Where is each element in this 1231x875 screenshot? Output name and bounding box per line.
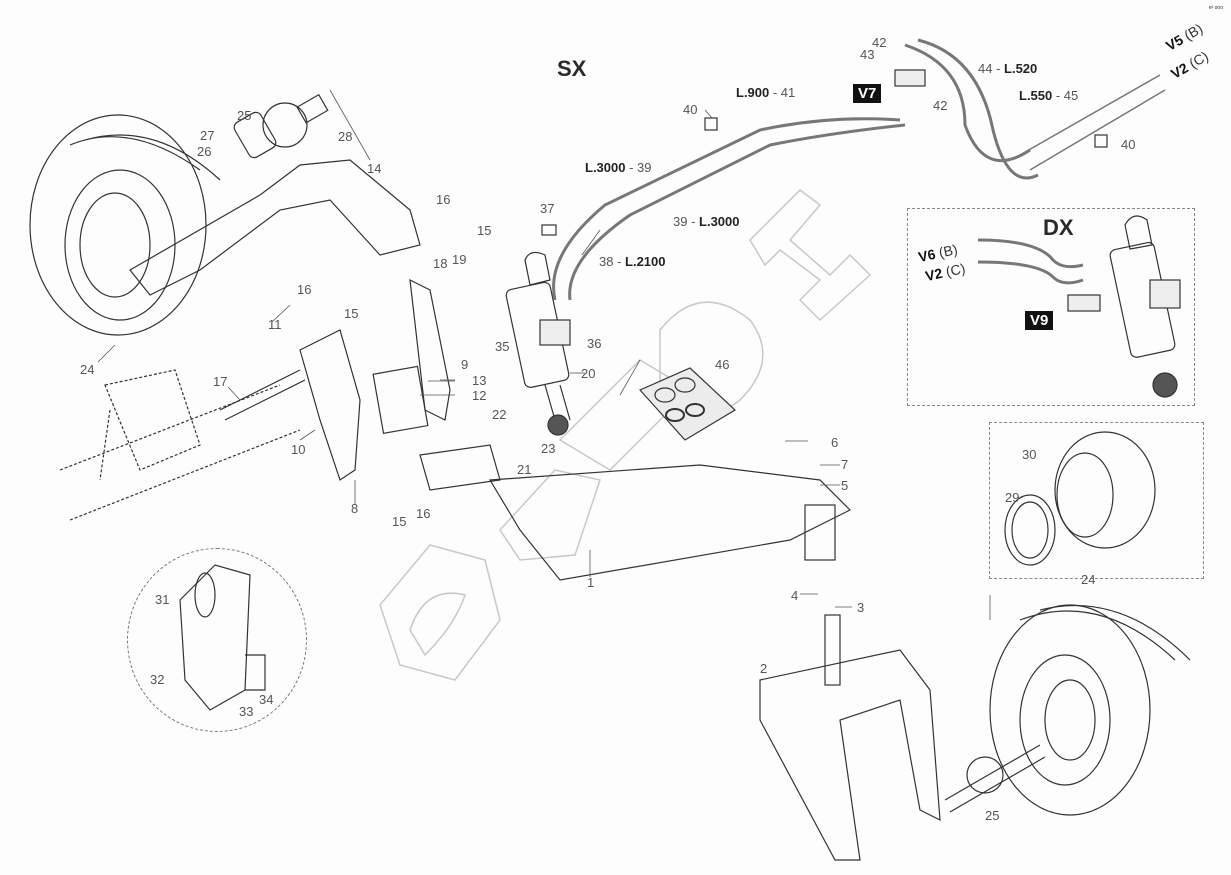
- callout-40-right: 40: [1121, 137, 1136, 152]
- leader-lines: [97, 89, 991, 620]
- callout-22: 22: [492, 407, 507, 422]
- hose-callout-41: L.900 - 41: [736, 85, 796, 100]
- wheel-hub-top: [233, 93, 329, 159]
- callout-21: 21: [517, 462, 532, 477]
- hose-callout-45: L.550 - 45: [1019, 88, 1079, 103]
- valve-badge-v9: V9: [1025, 311, 1054, 330]
- valve-block-v7: [894, 69, 926, 87]
- title-dx: DX: [1043, 215, 1074, 240]
- hydraulic-cylinder-right: [1109, 215, 1181, 398]
- callout-43: 43: [860, 47, 875, 62]
- callout-10: 10: [291, 442, 306, 457]
- callout-25-top: 25: [237, 108, 252, 123]
- callout-33: 33: [239, 704, 254, 719]
- callout-4: 4: [791, 588, 799, 603]
- clamp-block-37: [541, 224, 557, 236]
- valve-badge-v7: V7: [853, 84, 882, 103]
- valve-block-v9: [1067, 294, 1101, 312]
- callout-24-right: 24: [1081, 572, 1096, 587]
- lever-assembly: [419, 444, 501, 491]
- callout-28: 28: [338, 129, 353, 144]
- tire-exploded: [1004, 431, 1156, 566]
- callout-2: 2: [760, 661, 768, 676]
- callout-35: 35: [495, 339, 510, 354]
- tire-inset-frame: [989, 422, 1204, 579]
- title-sx: SX: [557, 56, 587, 81]
- fork-spindle: [824, 614, 841, 686]
- callout-16-bottom: 16: [416, 506, 431, 521]
- callout-27: 27: [200, 128, 215, 143]
- callout-8: 8: [351, 501, 359, 516]
- callout-42-top: 42: [872, 35, 887, 50]
- callout-13: 13: [472, 373, 487, 388]
- clamp-block-40b: [1094, 134, 1108, 148]
- callout-40-left: 40: [683, 102, 698, 117]
- callout-46: 46: [715, 357, 730, 372]
- callout-32: 32: [150, 672, 165, 687]
- callout-29: 29: [1005, 490, 1020, 505]
- callout-31: 31: [155, 592, 170, 607]
- hydraulic-hoses: [552, 38, 1166, 301]
- hose-callout-39-left: L.3000 - 39: [585, 160, 652, 175]
- callout-3: 3: [857, 600, 865, 615]
- callout-26: 26: [197, 144, 212, 159]
- callout-6: 6: [831, 435, 839, 450]
- tire-left: [29, 114, 221, 336]
- callout-15-top: 15: [477, 223, 492, 238]
- dx-inset-frame: [907, 208, 1195, 406]
- callout-19: 19: [452, 252, 467, 267]
- callout-34: 34: [259, 692, 274, 707]
- callout-23: 23: [541, 441, 556, 456]
- fork-2: [759, 649, 941, 861]
- link-9: [409, 278, 451, 421]
- hose-callout-44: 44 - L.520: [978, 61, 1038, 76]
- callout-12: 12: [472, 388, 487, 403]
- callout-25-bottom: 25: [985, 808, 1000, 823]
- plate-12: [372, 365, 429, 435]
- watermark-logo: [379, 189, 872, 681]
- swing-arm-14: [129, 159, 421, 296]
- corner-mark: e² ooo: [1208, 5, 1223, 11]
- hose-callout-39-right: 39 - L.3000: [673, 214, 740, 229]
- main-beam-1: [488, 464, 852, 581]
- hose-callout-38: 38 - L.2100: [599, 254, 666, 269]
- callout-15-bottom: 15: [392, 514, 407, 529]
- callout-42-bottom: 42: [933, 98, 948, 113]
- callout-18: 18: [433, 256, 448, 271]
- callout-17: 17: [213, 374, 228, 389]
- link-10: [299, 329, 361, 481]
- callout-14: 14: [367, 161, 382, 176]
- tire-right: [989, 604, 1191, 816]
- callout-5: 5: [841, 478, 849, 493]
- hydraulic-cylinder-left: [505, 251, 571, 436]
- seal-kit-46: [638, 367, 736, 441]
- clamp-block-40a: [704, 117, 718, 131]
- callout-36: 36: [587, 336, 602, 351]
- callout-7: 7: [841, 457, 849, 472]
- callout-20: 20: [581, 366, 596, 381]
- callout-11: 11: [268, 317, 282, 332]
- pin-17: [219, 369, 306, 421]
- callout-1: 1: [587, 575, 595, 590]
- wheel-hub-bottom: [944, 744, 1046, 813]
- callout-16-top: 16: [436, 192, 451, 207]
- detail-callout-circle: [127, 548, 307, 732]
- callout-24-left: 24: [80, 362, 95, 377]
- pivot-tube: [804, 504, 836, 561]
- callout-9: 9: [461, 357, 469, 372]
- mounting-bracket: [59, 369, 301, 521]
- callout-15-mid: 15: [344, 306, 359, 321]
- callout-16-mid: 16: [297, 282, 312, 297]
- callout-30: 30: [1022, 447, 1037, 462]
- callout-37: 37: [540, 201, 555, 216]
